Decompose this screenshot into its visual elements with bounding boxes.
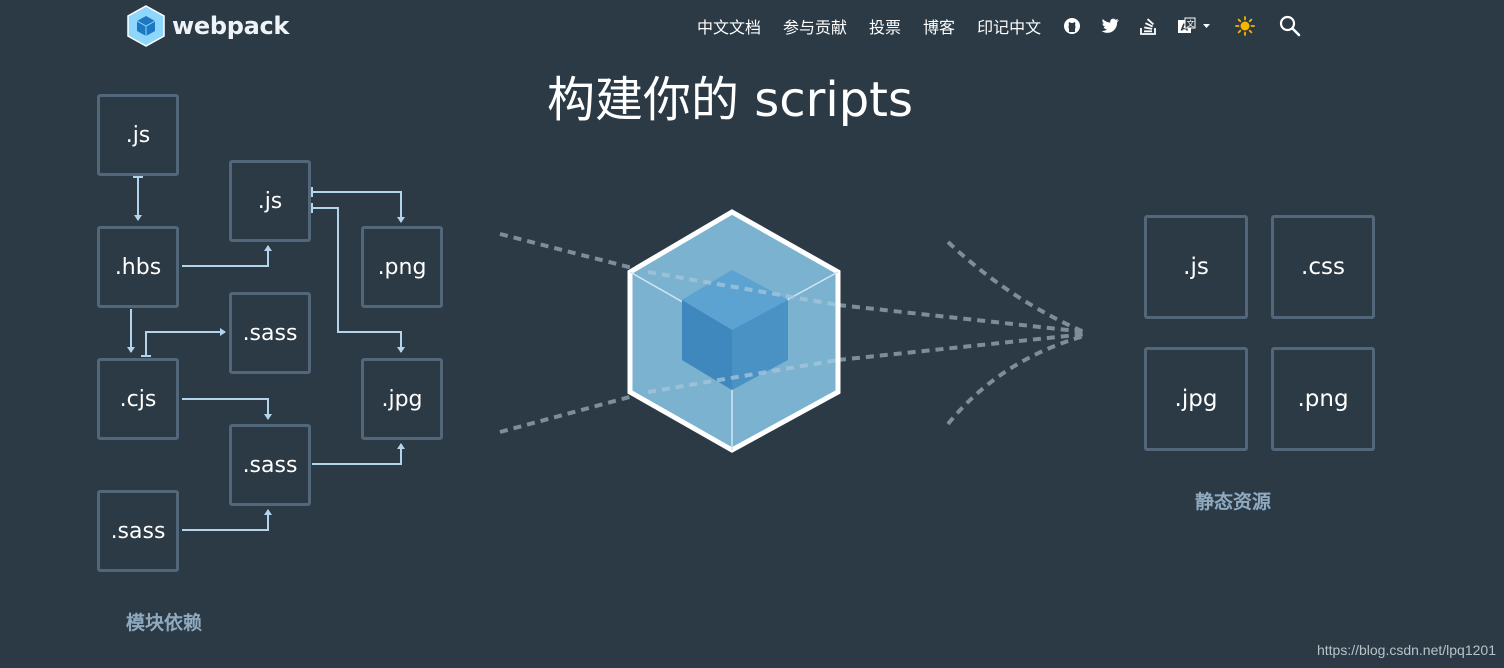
page-headline: 构建你的 scripts [546, 72, 914, 128]
svg-text:文: 文 [1187, 19, 1195, 29]
module-file-hbs: .hbs [97, 226, 179, 308]
watermark-url: https://blog.csdn.net/lpq1201 [1316, 642, 1496, 658]
modules-caption: 模块依赖 [126, 612, 203, 634]
module-file-js: .js [229, 160, 311, 242]
asset-file-png: .png [1271, 347, 1375, 451]
nav-docs-link[interactable]: 中文文档 [697, 18, 762, 37]
search-icon[interactable] [1279, 15, 1301, 37]
dependency-arrows [127, 176, 405, 531]
top-navbar: webpack 中文文档 参与贡献 投票 博客 印记中文 [0, 0, 1504, 52]
nav-blog-link[interactable]: 博客 [923, 18, 956, 37]
assets-caption: 静态资源 [1195, 491, 1272, 513]
module-file-sass: .sass [97, 490, 179, 572]
twitter-icon[interactable] [1101, 18, 1120, 34]
asset-file-js: .js [1144, 215, 1248, 319]
nav-vote-link[interactable]: 投票 [869, 18, 902, 37]
asset-file-css: .css [1271, 215, 1375, 319]
module-file-sass: .sass [229, 292, 311, 374]
module-file-png: .png [361, 226, 443, 308]
brand-name: webpack [172, 12, 290, 40]
webpack-logo[interactable]: webpack [126, 5, 289, 47]
module-file-jpg: .jpg [361, 358, 443, 440]
nav-docschina-link[interactable]: 印记中文 [977, 18, 1042, 37]
language-icon[interactable]: A 文 [1177, 17, 1211, 35]
main-nav: 中文文档 参与贡献 投票 博客 印记中文 [697, 14, 1321, 38]
module-file-cjs: .cjs [97, 358, 179, 440]
sun-icon[interactable] [1235, 16, 1255, 36]
github-icon[interactable] [1063, 17, 1081, 35]
asset-file-jpg: .jpg [1144, 347, 1248, 451]
module-file-sass: .sass [229, 424, 311, 506]
webpack-cube-icon [127, 5, 165, 47]
stackoverflow-icon[interactable] [1140, 17, 1157, 35]
nav-contribute-link[interactable]: 参与贡献 [783, 18, 848, 37]
webpack-center-cube [627, 209, 841, 453]
module-file-js: .js [97, 94, 179, 176]
flow-lines [499, 232, 1087, 434]
